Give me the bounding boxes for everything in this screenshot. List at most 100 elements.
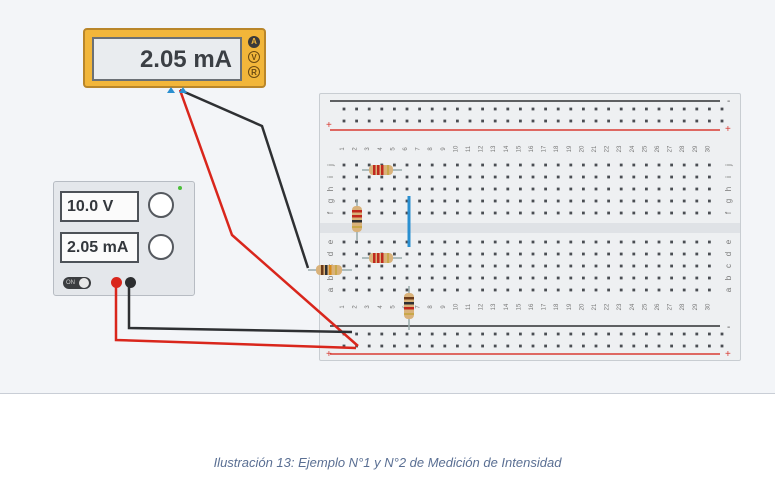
terminal-hole[interactable] — [393, 276, 396, 280]
rail-hole[interactable] — [380, 107, 384, 111]
rail-hole[interactable] — [657, 119, 661, 123]
terminal-hole[interactable] — [556, 264, 560, 268]
rail-hole[interactable] — [594, 107, 598, 111]
terminal-hole[interactable] — [456, 199, 459, 203]
terminal-hole[interactable] — [355, 163, 358, 167]
terminal-hole[interactable] — [342, 240, 346, 244]
rail-hole[interactable] — [531, 119, 535, 123]
rail-hole[interactable] — [645, 332, 648, 336]
rail-hole[interactable] — [456, 119, 459, 123]
terminal-hole[interactable] — [405, 276, 409, 280]
rail-hole[interactable] — [443, 344, 447, 348]
terminal-hole[interactable] — [556, 199, 560, 203]
mode-volt-button[interactable]: V — [248, 51, 260, 63]
terminal-hole[interactable] — [355, 240, 358, 244]
terminal-hole[interactable] — [695, 163, 699, 167]
terminal-hole[interactable] — [682, 288, 686, 292]
terminal-hole[interactable] — [544, 175, 547, 179]
terminal-hole[interactable] — [544, 211, 547, 215]
rail-hole[interactable] — [456, 332, 459, 336]
rail-hole[interactable] — [569, 107, 573, 111]
rail-hole[interactable] — [342, 344, 346, 348]
terminal-hole[interactable] — [645, 240, 648, 244]
terminal-hole[interactable] — [443, 264, 447, 268]
meter-probe-right[interactable] — [179, 87, 187, 93]
terminal-hole[interactable] — [544, 199, 547, 203]
red-wire-meter[interactable] — [178, 89, 359, 347]
terminal-hole[interactable] — [367, 264, 371, 268]
rail-hole[interactable] — [720, 344, 724, 348]
rail-hole[interactable] — [405, 119, 409, 123]
terminal-hole[interactable] — [405, 288, 409, 292]
terminal-hole[interactable] — [645, 276, 648, 280]
terminal-hole[interactable] — [481, 187, 484, 191]
rail-hole[interactable] — [569, 119, 573, 123]
terminal-hole[interactable] — [607, 240, 610, 244]
terminal-hole[interactable] — [582, 252, 585, 256]
terminal-hole[interactable] — [468, 264, 472, 268]
rail-hole[interactable] — [519, 344, 522, 348]
terminal-hole[interactable] — [393, 199, 396, 203]
terminal-hole[interactable] — [657, 211, 661, 215]
terminal-hole[interactable] — [619, 240, 623, 244]
terminal-hole[interactable] — [670, 163, 673, 167]
terminal-hole[interactable] — [443, 252, 447, 256]
terminal-hole[interactable] — [670, 240, 673, 244]
rail-hole[interactable] — [619, 332, 623, 336]
rail-hole[interactable] — [645, 107, 648, 111]
rail-hole[interactable] — [506, 344, 510, 348]
terminal-hole[interactable] — [430, 163, 434, 167]
terminal-hole[interactable] — [607, 264, 610, 268]
terminal-hole[interactable] — [405, 264, 409, 268]
terminal-hole[interactable] — [695, 240, 699, 244]
terminal-hole[interactable] — [506, 276, 510, 280]
terminal-hole[interactable] — [506, 163, 510, 167]
rail-hole[interactable] — [632, 119, 636, 123]
rail-hole[interactable] — [481, 344, 484, 348]
rail-hole[interactable] — [493, 332, 497, 336]
terminal-hole[interactable] — [632, 288, 636, 292]
rail-hole[interactable] — [443, 119, 447, 123]
terminal-hole[interactable] — [657, 264, 661, 268]
terminal-hole[interactable] — [645, 288, 648, 292]
rail-hole[interactable] — [670, 344, 673, 348]
terminal-hole[interactable] — [418, 276, 421, 280]
rail-hole[interactable] — [670, 332, 673, 336]
terminal-hole[interactable] — [519, 276, 522, 280]
terminal-hole[interactable] — [670, 187, 673, 191]
rail-hole[interactable] — [607, 119, 610, 123]
current-knob[interactable] — [148, 234, 174, 260]
terminal-hole[interactable] — [657, 288, 661, 292]
rail-hole[interactable] — [342, 119, 346, 123]
terminal-hole[interactable] — [342, 175, 346, 179]
terminal-hole[interactable] — [619, 264, 623, 268]
terminal-hole[interactable] — [619, 175, 623, 179]
terminal-hole[interactable] — [556, 276, 560, 280]
terminal-hole[interactable] — [342, 187, 346, 191]
rail-hole[interactable] — [506, 119, 510, 123]
rail-hole[interactable] — [418, 119, 421, 123]
terminal-hole[interactable] — [430, 199, 434, 203]
positive-terminal[interactable] — [111, 277, 122, 288]
terminal-hole[interactable] — [405, 163, 409, 167]
terminal-hole[interactable] — [670, 264, 673, 268]
terminal-hole[interactable] — [556, 288, 560, 292]
terminal-hole[interactable] — [456, 187, 459, 191]
terminal-hole[interactable] — [619, 288, 623, 292]
rail-hole[interactable] — [670, 119, 673, 123]
terminal-hole[interactable] — [594, 187, 598, 191]
terminal-hole[interactable] — [607, 175, 610, 179]
rail-hole[interactable] — [569, 332, 573, 336]
rail-hole[interactable] — [393, 332, 396, 336]
terminal-hole[interactable] — [657, 199, 661, 203]
terminal-hole[interactable] — [481, 211, 484, 215]
rail-hole[interactable] — [393, 107, 396, 111]
rail-hole[interactable] — [619, 344, 623, 348]
terminal-hole[interactable] — [481, 163, 484, 167]
terminal-hole[interactable] — [582, 276, 585, 280]
rail-hole[interactable] — [456, 107, 459, 111]
rail-hole[interactable] — [393, 344, 396, 348]
rail-hole[interactable] — [380, 119, 384, 123]
terminal-hole[interactable] — [708, 288, 711, 292]
terminal-hole[interactable] — [569, 276, 573, 280]
